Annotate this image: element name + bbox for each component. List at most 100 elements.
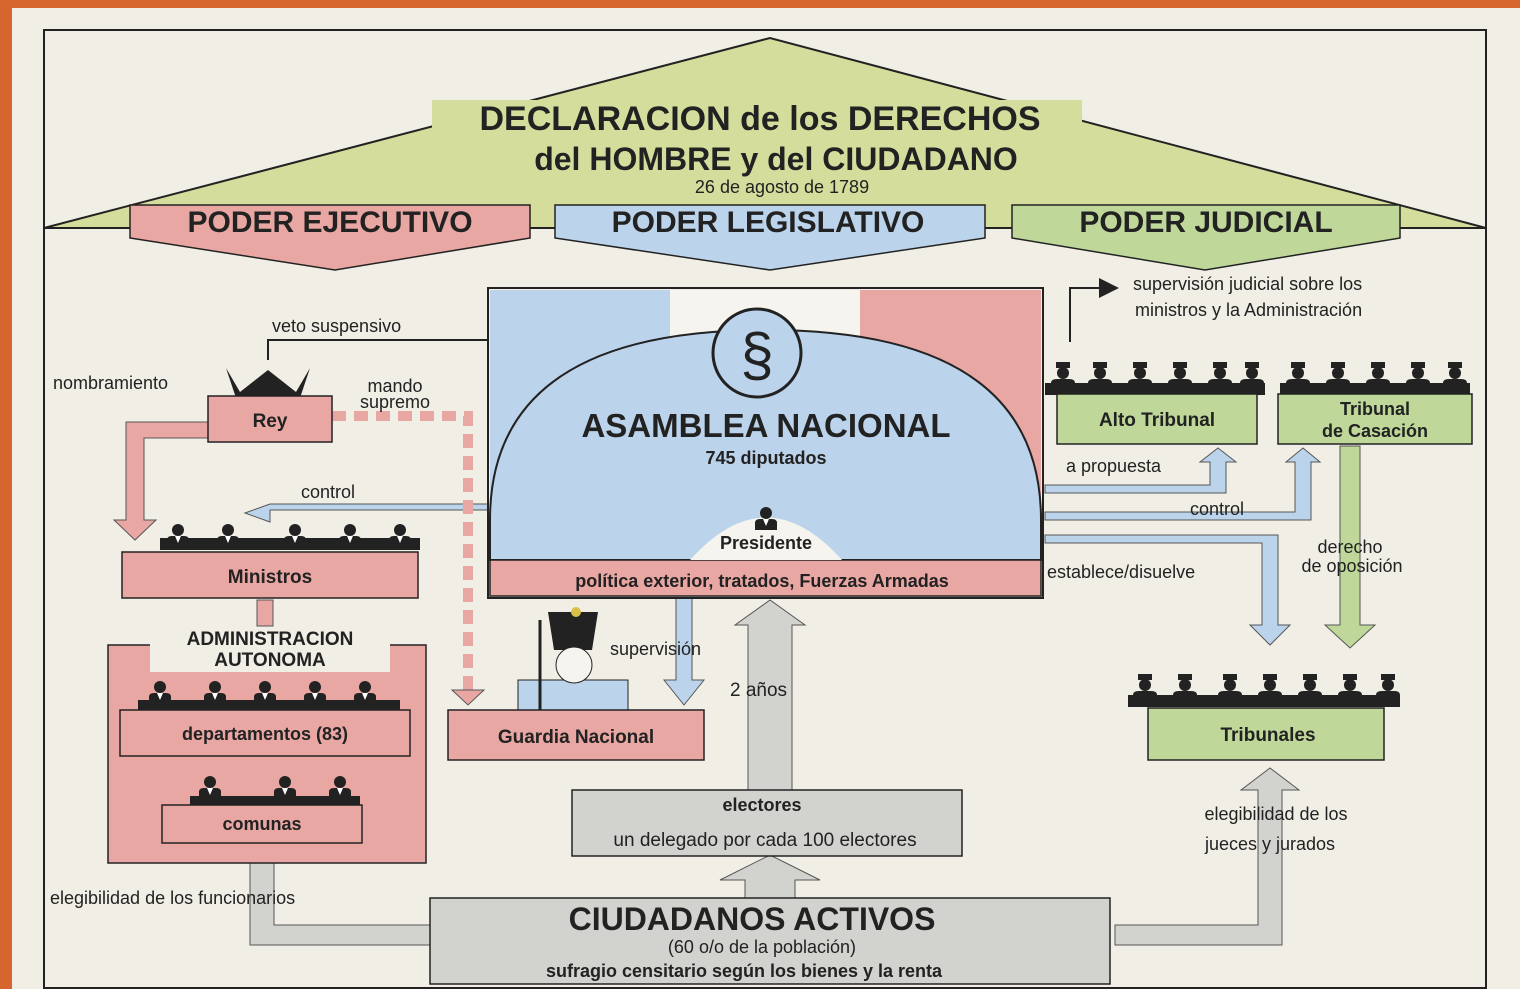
judicial-banner xyxy=(1011,204,1401,271)
king-label: Rey xyxy=(253,411,288,432)
minister-figure xyxy=(339,524,361,547)
legislative-power-label: PODER LEGISLATIVO xyxy=(612,206,925,239)
foreign-policy-label: política exterior, tratados, Fuerzas Arm… xyxy=(575,571,948,591)
opposition-label-1: derecho xyxy=(1317,537,1382,557)
ministers-box xyxy=(121,551,419,599)
communes-label: comunas xyxy=(222,814,301,834)
cassation-label-line2: de Casación xyxy=(1322,421,1428,441)
cassation-label-line1: Tribunal xyxy=(1340,399,1410,419)
judge-figure xyxy=(1051,362,1075,390)
ministers-admin-link xyxy=(256,599,274,627)
declaration-title-line1: DECLARACION de los DERECHOS xyxy=(479,100,1040,138)
citizens-label: CIUDADANOS ACTIVOS xyxy=(569,901,936,937)
national-guard-box xyxy=(447,709,705,761)
judge-figure xyxy=(1218,674,1242,702)
officials-eligibility-label: elegibilidad de los funcionarios xyxy=(50,888,295,908)
judge-figure xyxy=(1338,674,1362,702)
appointment-label: nombramiento xyxy=(53,373,168,393)
supervision-arrow xyxy=(662,597,706,706)
minister-figure xyxy=(167,524,189,547)
suffrage-label: sufragio censitario según los bienes y l… xyxy=(546,961,943,981)
departments-box xyxy=(119,709,411,757)
judge-figure xyxy=(1366,362,1390,390)
opposition-label-2: de oposición xyxy=(1301,556,1402,576)
opposition-arrow xyxy=(1323,445,1377,649)
declaration-title-line2: del HOMBRE y del CIUDADANO xyxy=(534,141,1018,177)
admin-title-line2: AUTONOMA xyxy=(214,650,326,671)
proposal-arrow xyxy=(1044,447,1238,494)
delegate-label: un delegado por cada 100 electores xyxy=(613,830,916,851)
judge-figure xyxy=(1406,362,1430,390)
admin-title-line1: ADMINISTRACION xyxy=(187,629,354,650)
judge-figure xyxy=(1286,362,1310,390)
judge-figure xyxy=(1258,674,1282,702)
king-box xyxy=(207,395,333,443)
judge-figure xyxy=(1088,362,1112,390)
diagram-frame xyxy=(43,29,1487,989)
section-symbol-circle xyxy=(711,307,803,399)
supreme-command-arrow xyxy=(332,411,473,690)
judge-figure xyxy=(1173,674,1197,702)
judge-figure xyxy=(1240,362,1264,390)
supervision-label: supervisión xyxy=(610,639,701,659)
electors-to-assembly-arrow xyxy=(733,599,807,791)
judges-eligibility-label-1: elegibilidad de los xyxy=(1204,804,1347,824)
judge-figure xyxy=(1298,674,1322,702)
citizens-box xyxy=(429,897,1111,985)
president-podium xyxy=(690,517,842,560)
electors-box xyxy=(571,789,963,857)
guard-figure xyxy=(517,607,629,713)
judges-eligibility-label-2: jueces y jurados xyxy=(1204,834,1335,854)
national-guard-label: Guardia Nacional xyxy=(498,727,654,748)
cassation-box xyxy=(1277,393,1473,445)
supreme-command-arrowhead xyxy=(450,689,486,706)
establishes-label: establece/disuelve xyxy=(1047,562,1195,582)
citizens-to-electors-arrow xyxy=(719,854,821,901)
supreme-command-label-2: supremo xyxy=(360,392,430,412)
supreme-command-label-1: mando xyxy=(367,376,422,396)
control-ministers-arrow xyxy=(243,503,489,523)
admin-title-bg xyxy=(150,628,390,672)
assembly-deputies: 745 diputados xyxy=(705,448,826,468)
executive-power-label: PODER EJECUTIVO xyxy=(187,206,472,239)
judge-figure xyxy=(1326,362,1350,390)
term-label: 2 años xyxy=(730,680,787,701)
executive-banner xyxy=(129,204,531,271)
electors-label: electores xyxy=(722,795,801,815)
high-court-box xyxy=(1056,393,1258,445)
citizens-to-tribunals-arrow xyxy=(1114,767,1301,946)
ministers-label: Ministros xyxy=(228,567,312,588)
judge-figure xyxy=(1376,674,1400,702)
foreign-policy-bar xyxy=(489,559,1042,597)
minister-figure xyxy=(389,524,411,547)
declaration-date: 26 de agosto de 1789 xyxy=(695,177,869,197)
judge-figure xyxy=(1133,674,1157,702)
establishes-arrow xyxy=(1044,534,1292,646)
judge-figure xyxy=(1443,362,1467,390)
tribunals-box xyxy=(1147,707,1385,761)
proposal-label: a propuesta xyxy=(1066,456,1162,476)
crown-icon xyxy=(226,368,310,398)
section-symbol: § xyxy=(740,321,773,388)
communes-box xyxy=(161,804,363,844)
population-label: (60 o/o de la población) xyxy=(668,937,856,957)
control-ministers-label: control xyxy=(301,482,355,502)
control-courts-label: control xyxy=(1190,499,1244,519)
judicial-supervision-label-1: supervisión judicial sobre los xyxy=(1133,274,1362,294)
high-court-label: Alto Tribunal xyxy=(1099,410,1215,431)
control-courts-arrow xyxy=(1044,447,1322,521)
judge-figure xyxy=(1128,362,1152,390)
judicial-supervision-arrow xyxy=(1069,278,1119,342)
legislative-banner xyxy=(554,204,986,271)
judicial-supervision-label-2: ministros y la Administración xyxy=(1135,300,1362,320)
tribunals-label: Tribunales xyxy=(1220,725,1315,746)
king-to-ministers-arrow xyxy=(112,421,209,541)
assembly-name: ASAMBLEA NACIONAL xyxy=(581,407,950,444)
judge-figure xyxy=(1208,362,1232,390)
president-label: Presidente xyxy=(720,533,812,553)
judicial-power-label: PODER JUDICIAL xyxy=(1079,206,1332,239)
minister-figure xyxy=(217,524,239,547)
minister-figure xyxy=(284,524,306,547)
veto-label: veto suspensivo xyxy=(272,316,401,336)
